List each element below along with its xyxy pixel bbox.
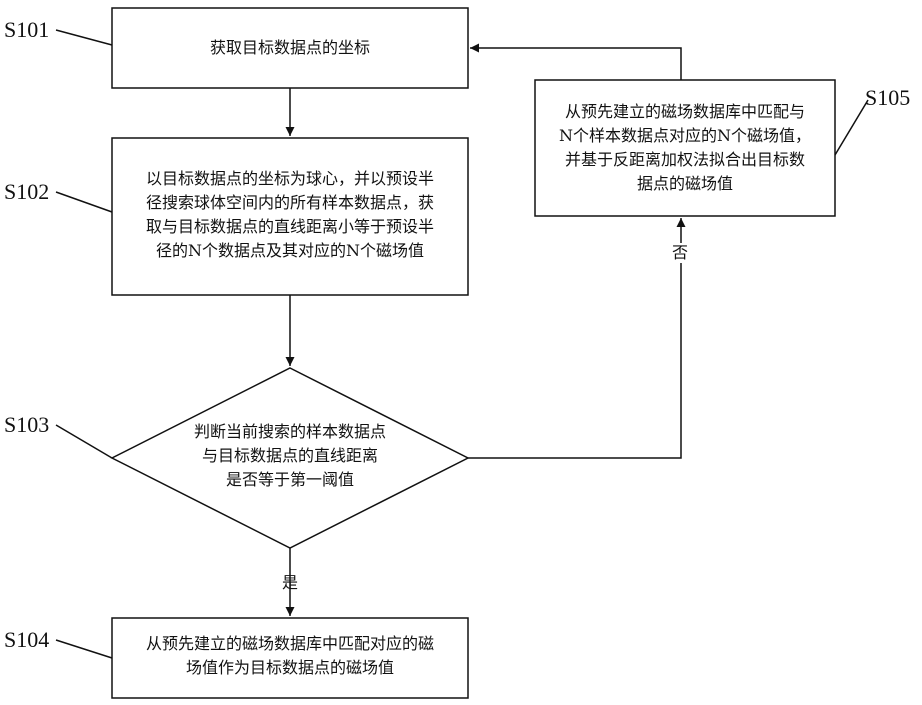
leader-s103 [56,425,112,458]
leader-s102 [56,192,112,212]
branch-label-yes: 是 [282,573,298,593]
arrow-s105-s101 [470,48,681,80]
branch-label-no: 否 [672,243,688,263]
s104-text: 从预先建立的磁场数据库中匹配对应的磁 场值作为目标数据点的磁场值 [112,632,468,680]
leader-s101 [56,30,112,45]
s105-text: 从预先建立的磁场数据库中匹配与 N个样本数据点对应的N个磁场值， 并基于反距离加… [535,100,835,196]
s101-text: 获取目标数据点的坐标 [112,36,468,60]
leader-s105 [835,100,868,155]
s103-text: 判断当前搜索的样本数据点 与目标数据点的直线距离 是否等于第一阈值 [170,420,410,492]
s102-text: 以目标数据点的坐标为球心，并以预设半 径搜索球体空间内的所有样本数据点，获 取与… [112,167,468,263]
step-label-s104: S104 [4,628,49,652]
step-label-s105: S105 [865,86,910,110]
step-label-s102: S102 [4,180,49,204]
leader-s104 [56,640,112,658]
step-label-s103: S103 [4,413,49,437]
step-label-s101: S101 [4,18,49,42]
arrow-s103-s105 [468,218,681,458]
